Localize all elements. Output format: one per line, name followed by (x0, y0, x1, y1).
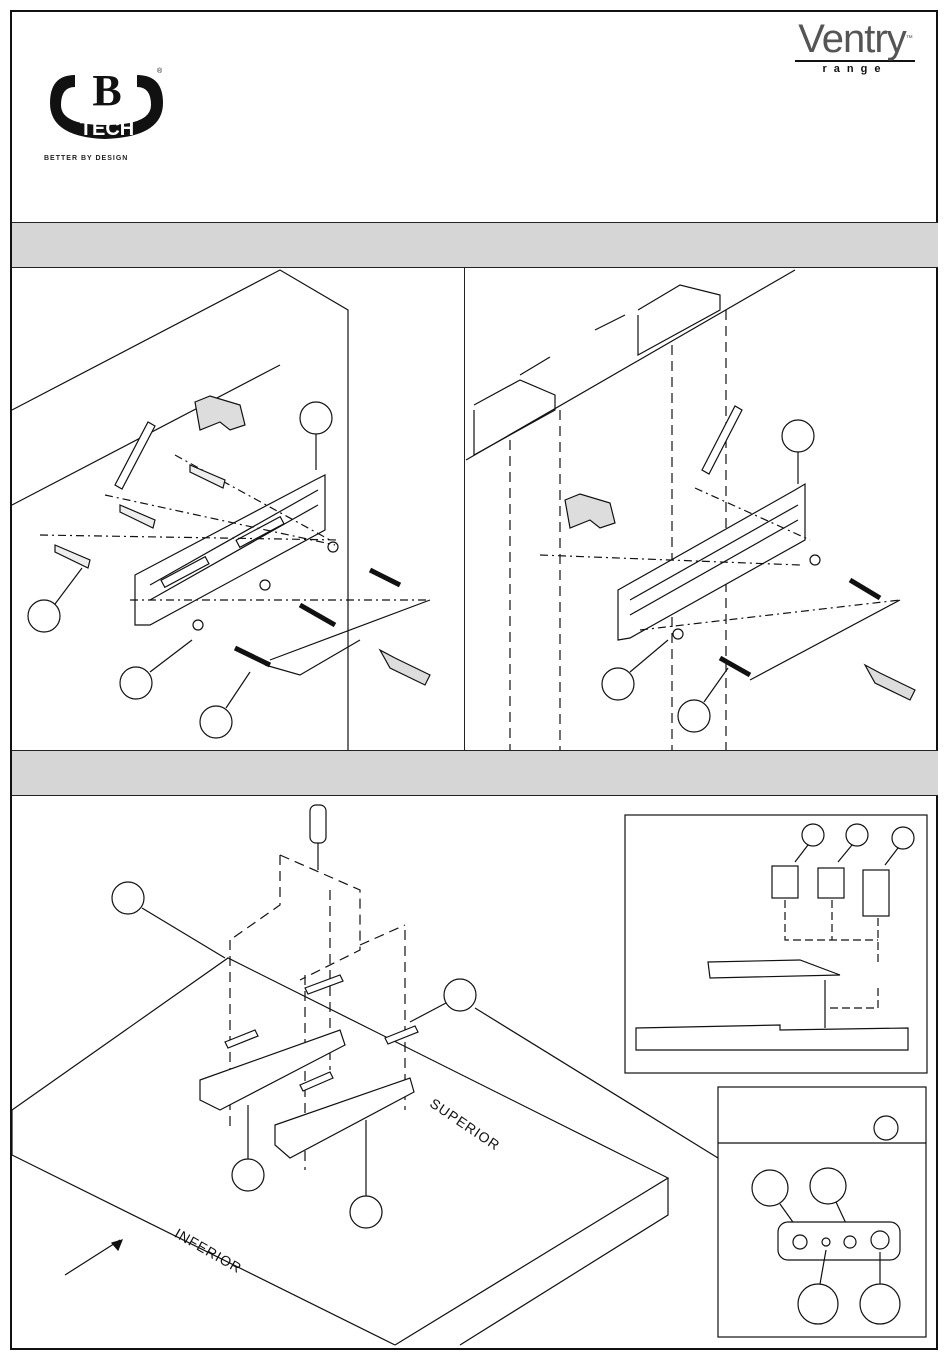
plate-hole-inset (718, 1087, 926, 1337)
right-wall-illustration (466, 270, 915, 750)
left-wall-illustration (12, 270, 430, 750)
mounting-plate-illustration (12, 805, 718, 1345)
spacer-inset (625, 815, 927, 1073)
